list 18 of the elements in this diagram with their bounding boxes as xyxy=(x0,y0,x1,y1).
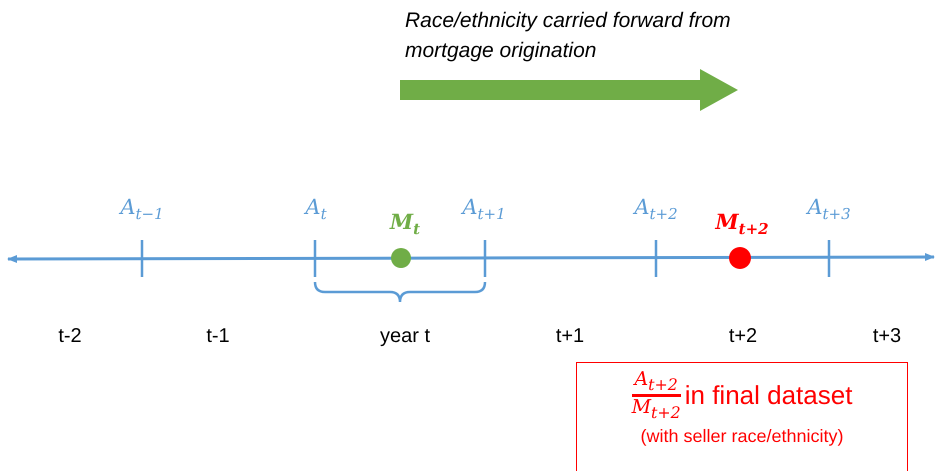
tick-label: A$_{t+1}$ xyxy=(462,196,506,223)
result-box xyxy=(576,362,908,471)
event-label: M$_{t+2}$ xyxy=(715,210,769,238)
period-label: t-1 xyxy=(206,325,230,347)
annotation-text: Race/ethnicity carried forward from mortgage origination xyxy=(405,8,732,64)
fraction: A$_{t+2}$ M$_{t+2}$ xyxy=(632,369,681,422)
box-note: (with seller race/ethnicity) xyxy=(639,426,845,447)
period-label: t+1 xyxy=(556,325,584,347)
period-label: t+3 xyxy=(872,325,902,347)
tick-label: A$_{t}$ xyxy=(305,196,327,223)
period-label: t+2 xyxy=(728,325,758,347)
period-label: t-2 xyxy=(58,325,82,347)
tick-label: A$_{t−1}$ xyxy=(120,196,164,223)
event-label: M$_{t}$ xyxy=(390,210,420,238)
tick-label: A$_{t+3}$ xyxy=(807,196,851,223)
tick-label: A$_{t+2}$ xyxy=(634,196,678,223)
period-label: year t xyxy=(380,325,430,347)
box-heading: in final dataset xyxy=(684,380,852,410)
